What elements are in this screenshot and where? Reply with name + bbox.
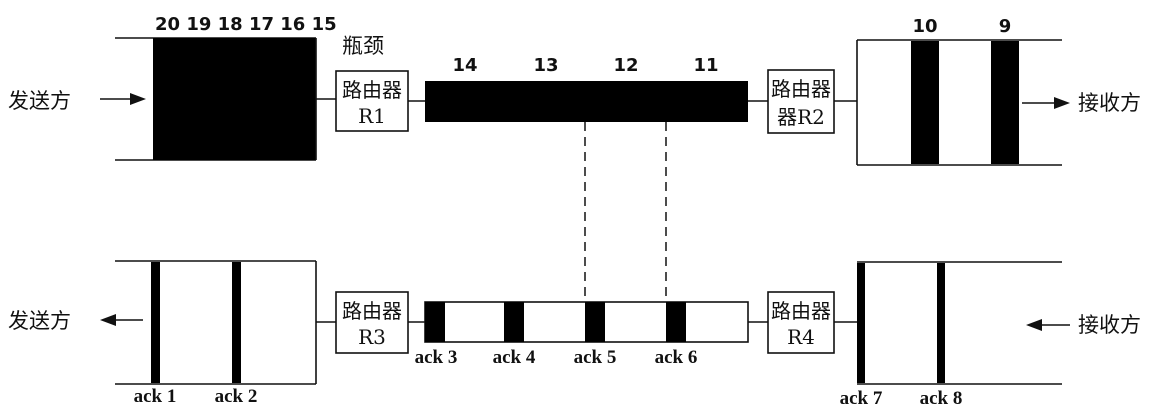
bottleneck-packet-number: 11 (693, 55, 718, 76)
bottom-receiver-arrow-head-icon (1026, 319, 1042, 331)
router-r3-label-line2: R3 (358, 325, 386, 349)
bottom-sender-ack-label: ack 2 (215, 386, 258, 407)
bottom-sender-ack (232, 262, 241, 383)
router-r1-label-line1: 路由器 (342, 78, 402, 102)
top-sender-packet-numbers: 20 19 18 17 16 15 (155, 14, 337, 35)
router-r4 (767, 291, 835, 354)
top-sender-packets-block (153, 38, 316, 160)
router-r3-label-line1: 路由器 (342, 299, 402, 323)
top-sender-label: 发送方 (8, 89, 71, 113)
router-r2-label-line1: 路由器 (771, 77, 831, 101)
top-receiver-packet (991, 41, 1019, 164)
bottleneck-label: 瓶颈 (342, 34, 384, 58)
top-receiver-packet-number: 9 (999, 16, 1012, 37)
bottleneck-packet-number: 12 (613, 55, 638, 76)
top-sender-arrow-head-icon (130, 93, 146, 105)
bottleneck-packet-number: 13 (533, 55, 558, 76)
bottom-receiver-ack-label: ack 8 (920, 388, 963, 409)
top-receiver-label: 接收方 (1078, 91, 1141, 115)
top-receiver-packet (911, 41, 939, 164)
bottleneck-packet-number: 14 (452, 55, 477, 76)
router-r3 (335, 291, 409, 354)
middle-ack (504, 302, 524, 342)
top-receiver-packet-number: 10 (912, 16, 937, 37)
middle-ack-label: ack 4 (493, 347, 536, 368)
bottom-sender-ack-label: ack 1 (134, 386, 177, 407)
middle-ack-label: ack 5 (574, 347, 617, 368)
top-receiver-arrow-head-icon (1054, 97, 1070, 109)
middle-ack-label: ack 6 (655, 347, 698, 368)
router-r1 (335, 70, 409, 132)
bottom-sender-label: 发送方 (8, 309, 71, 333)
router-r4-label-line1: 路由器 (771, 299, 831, 323)
router-r1-label-line2: R1 (358, 104, 386, 128)
middle-ack (585, 302, 605, 342)
bottom-receiver-ack (857, 263, 865, 383)
bottom-receiver-label: 接收方 (1078, 313, 1141, 337)
bottom-sender-ack (151, 262, 160, 383)
bottom-receiver-ack (937, 263, 945, 383)
top-row: 20 19 18 17 16 15 发送方 瓶颈 路由器 R1 14 13 12… (8, 14, 1141, 166)
middle-ack (425, 302, 445, 342)
router-r2-label-line2: 器R2 (777, 105, 825, 129)
bottom-row: ack 1 ack 2 发送方 路由器 R3 ack 3 ack 4 ack 5… (8, 260, 1141, 409)
middle-ack-label: ack 3 (415, 347, 458, 368)
router-r2 (767, 69, 835, 134)
bottleneck-link-packets (425, 81, 748, 122)
bottom-receiver-ack-label: ack 7 (840, 388, 883, 409)
middle-ack (666, 302, 686, 342)
bottom-sender-arrow-head-icon (100, 314, 116, 326)
router-r4-label-line2: R4 (787, 325, 815, 349)
